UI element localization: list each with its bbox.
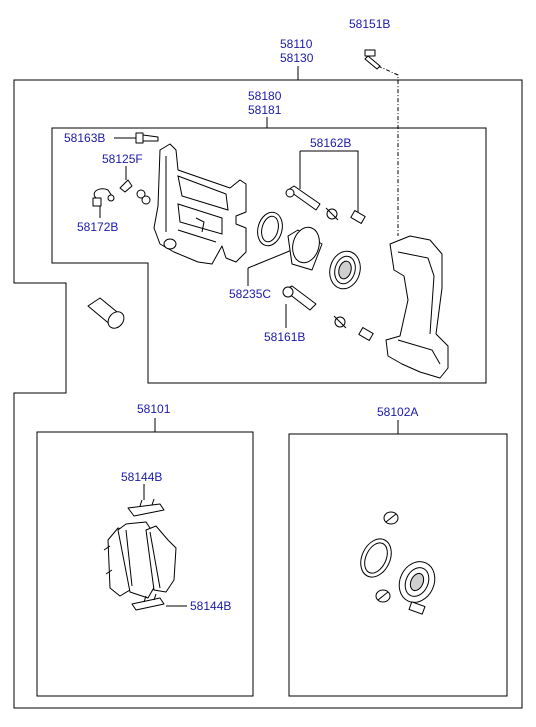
seal-kit-frame bbox=[288, 433, 508, 697]
pad-kit-frame bbox=[36, 431, 254, 697]
label-58181: 58181 bbox=[248, 103, 282, 117]
label-58162B: 58162B bbox=[310, 136, 351, 150]
label-58163B: 58163B bbox=[64, 131, 105, 145]
guide-pin-58162B-icon bbox=[285, 185, 366, 224]
bushing-icon bbox=[87, 297, 125, 329]
label-58144B-top: 58144B bbox=[121, 470, 162, 484]
label-58180: 58180 bbox=[248, 89, 282, 103]
label-58130: 58130 bbox=[280, 51, 314, 65]
piston-58235C-icon bbox=[287, 226, 323, 271]
caliper-assembly-frame bbox=[51, 127, 487, 384]
pad-clip-top-icon bbox=[127, 498, 165, 517]
bleeder-bolt-58163B-icon bbox=[135, 132, 159, 144]
seal-kit-cap-icon bbox=[408, 601, 426, 615]
dust-boot-icon bbox=[329, 250, 361, 290]
bolt-58151B-icon bbox=[364, 49, 381, 70]
seal-kit-boot-small-top-icon bbox=[383, 511, 399, 525]
seal-kit-dust-boot-icon bbox=[398, 561, 436, 603]
label-58235C: 58235C bbox=[229, 287, 271, 301]
leader-58162B bbox=[299, 150, 359, 215]
leader-58235C-b bbox=[247, 249, 293, 269]
bleeder-cap-58125F-icon bbox=[119, 179, 151, 205]
piston-seal-ring-icon bbox=[257, 211, 283, 247]
carrier-bracket-icon bbox=[385, 235, 449, 379]
seal-kit-ring-icon bbox=[360, 538, 392, 578]
guide-pin-58161B-icon bbox=[282, 285, 374, 341]
label-58102A: 58102A bbox=[377, 405, 418, 419]
label-58125F: 58125F bbox=[102, 152, 143, 166]
label-58172B: 58172B bbox=[77, 220, 118, 234]
wear-sensor-58172B-icon bbox=[92, 188, 115, 207]
pad-clip-bottom-icon bbox=[131, 593, 165, 611]
brake-pad-set-icon bbox=[103, 521, 177, 599]
label-58144B-bottom: 58144B bbox=[190, 599, 231, 613]
label-58161B: 58161B bbox=[264, 330, 305, 344]
seal-kit-boot-small-bottom-icon bbox=[375, 589, 391, 603]
label-58101: 58101 bbox=[137, 402, 171, 416]
label-58151B: 58151B bbox=[349, 17, 390, 31]
caliper-housing-icon bbox=[153, 143, 247, 265]
bolt-alignment-line bbox=[377, 65, 399, 236]
label-58110: 58110 bbox=[280, 37, 313, 51]
outer-assembly-frame bbox=[13, 79, 523, 709]
